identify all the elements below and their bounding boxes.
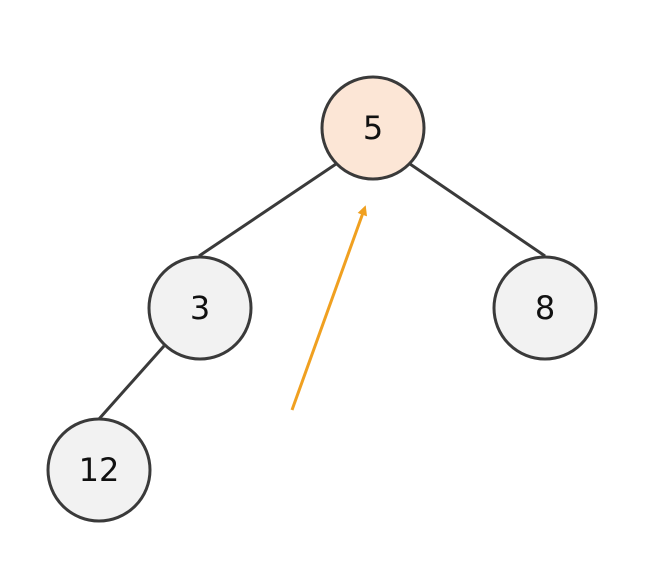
pointer-arrow: [290, 205, 368, 411]
node-circle-root: [320, 75, 426, 181]
node-label-left-left: 12: [79, 451, 120, 489]
tree-node-right: 8: [492, 255, 598, 361]
tree-node-left: 3: [147, 255, 253, 361]
node-circle-right: [492, 255, 598, 361]
tree-node-left-left: 12: [46, 417, 152, 523]
node-label-left: 3: [190, 289, 210, 327]
edge-left-leftleft: [97, 345, 166, 420]
node-label-root: 5: [363, 109, 383, 147]
node-circle-left-left: [46, 417, 152, 523]
node-circle-left: [147, 255, 253, 361]
tree-node-root: 5: [320, 75, 426, 181]
node-label-right: 8: [535, 289, 555, 327]
edge-root-right: [409, 162, 546, 258]
edge-root-left: [198, 162, 337, 258]
